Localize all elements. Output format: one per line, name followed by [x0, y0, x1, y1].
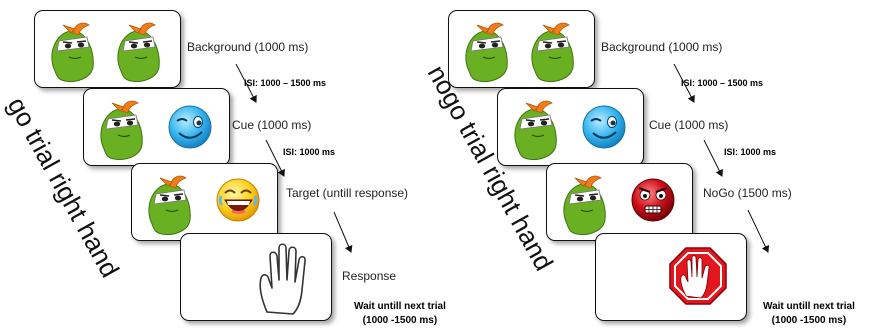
nogo-step-2-label: Cue (1000 ms) — [649, 118, 729, 132]
go-arrows — [235, 63, 353, 253]
nogo-wait-line-1: Wait untill next trial — [763, 301, 855, 312]
winking-blue-face-icon — [582, 105, 626, 149]
go-step-2-label: Cue (1000 ms) — [232, 118, 312, 132]
go-wait-text: Wait untill next trial (1000 -1500 ms) — [354, 300, 446, 328]
nogo-trial-panel: Background (1000 ms) ISI: 1000 – 1500 ms… — [422, 0, 876, 331]
go-wait-line-1: Wait untill next trial — [354, 301, 446, 312]
nogo-wait-line-2: (1000 -1500 ms) — [771, 315, 847, 326]
nogo-wait-text: Wait untill next trial (1000 -1500 ms) — [763, 300, 855, 328]
go-isi-2: ISI: 1000 ms — [283, 147, 336, 157]
green-creature-icon — [117, 22, 161, 83]
go-arrow-2 — [265, 139, 285, 177]
nogo-arrow-2 — [703, 139, 723, 177]
green-creature-icon — [148, 175, 192, 236]
nogo-arrow-1 — [673, 63, 695, 103]
nogo-arrow-3 — [747, 209, 770, 253]
go-step-4-label: Response — [342, 269, 397, 283]
nogo-frame-nogo — [546, 163, 693, 241]
angry-red-face-icon — [631, 178, 675, 222]
green-creature-icon — [51, 22, 95, 83]
go-frame-background — [34, 10, 181, 88]
green-creature-icon — [531, 22, 575, 83]
green-creature-icon — [465, 22, 509, 83]
nogo-isi-2: ISI: 1000 ms — [724, 147, 777, 157]
go-frame-target — [131, 163, 278, 241]
winking-blue-face-icon — [168, 105, 212, 149]
go-trial-panel: Background (1000 ms) ISI: 1000 – 1500 ms… — [2, 10, 446, 326]
green-creature-icon — [514, 100, 558, 161]
nogo-step-3-label: NoGo (1500 ms) — [703, 186, 792, 200]
go-step-1-label: Background (1000 ms) — [187, 40, 309, 54]
green-creature-icon — [563, 175, 607, 236]
nogo-frame-cue — [497, 88, 644, 166]
go-arrow-1 — [235, 63, 257, 103]
go-frame-response — [180, 233, 332, 321]
go-arrow-3 — [333, 211, 353, 253]
go-frame-cue — [83, 88, 230, 166]
stop-hand-sign-icon — [669, 247, 727, 305]
nogo-arrows — [673, 63, 770, 253]
go-wait-line-2: (1000 -1500 ms) — [362, 315, 438, 326]
laughing-yellow-face-icon — [216, 178, 261, 223]
open-hand-outline-icon — [259, 243, 306, 315]
go-step-3-label: Target (untill response) — [286, 186, 409, 200]
go-isi-1: ISI: 1000 – 1500 ms — [244, 78, 327, 88]
nogo-isi-1: ISI: 1000 – 1500 ms — [681, 78, 764, 88]
nogo-step-1-label: Background (1000 ms) — [601, 40, 723, 54]
green-creature-icon — [100, 100, 144, 161]
nogo-frame-background — [448, 10, 595, 88]
nogo-frame-stop — [595, 233, 747, 321]
